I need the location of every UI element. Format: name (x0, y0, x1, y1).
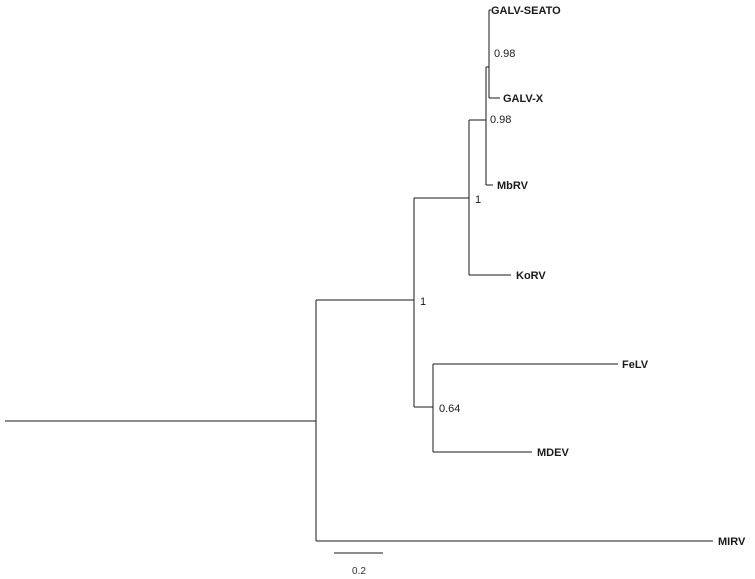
korv-tip-label: KoRV (516, 270, 546, 282)
scale-bar-label: 0.2 (352, 566, 366, 577)
mlrv-tip-label: MIRV (718, 536, 746, 548)
galv-x-tip-label: GALV-X (503, 93, 544, 105)
galv-mbrv-support-value: 0.98 (490, 114, 511, 126)
galv-seato-tip-label: GALV-SEATO (491, 5, 561, 17)
mbrv-tip-label: MbRV (497, 180, 529, 192)
mdev-tip-label: MDEV (537, 447, 569, 459)
korv-clade-support-value: 1 (475, 194, 481, 206)
galv-pair-support-value: 0.98 (494, 48, 515, 60)
felv-mdev-support-value: 0.64 (439, 403, 460, 415)
felv-tip-label: FeLV (622, 359, 649, 371)
ingroup-support-value: 1 (420, 296, 426, 308)
